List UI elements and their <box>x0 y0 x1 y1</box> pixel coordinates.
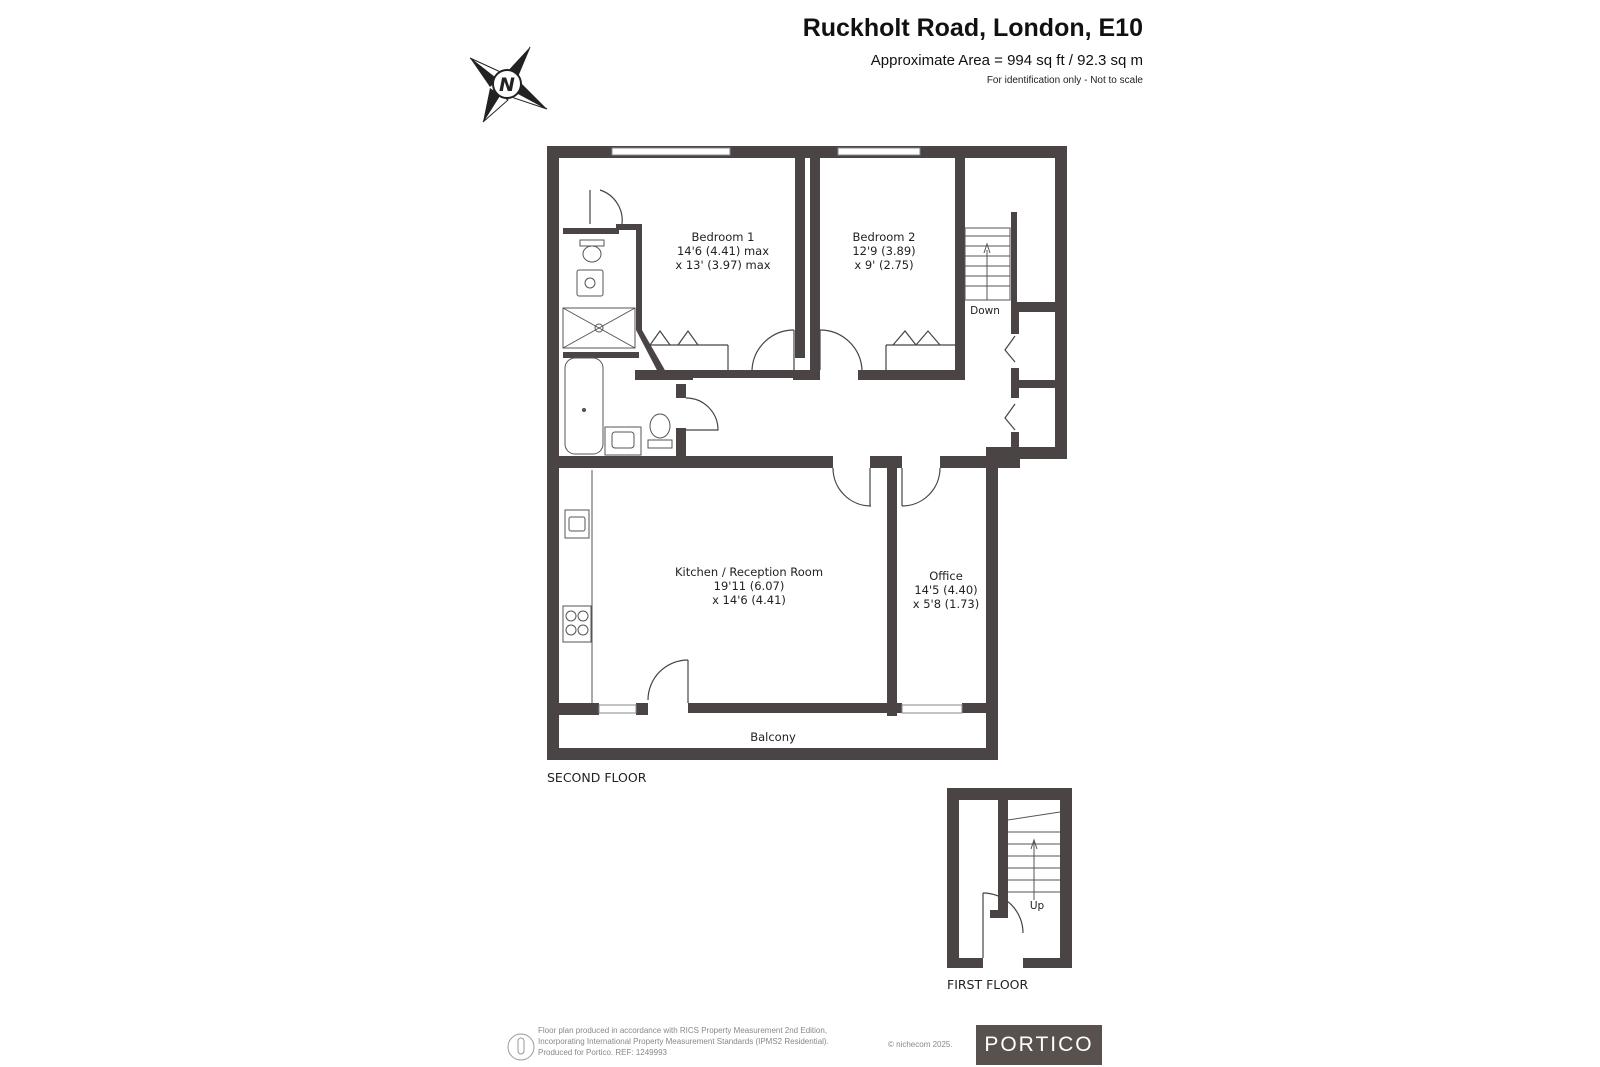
footer-line2: Incorporating International Property Mea… <box>538 1037 829 1046</box>
bedroom2-name: Bedroom 2 <box>853 230 916 244</box>
balcony-name: Balcony <box>750 730 796 744</box>
footer-line3: Produced for Portico. REF: 1249993 <box>538 1048 667 1057</box>
office-dim2: x 5'8 (1.73) <box>913 597 980 611</box>
office-name: Office <box>929 569 963 583</box>
approximate-area: Approximate Area = 994 sq ft / 92.3 sq m <box>870 52 1143 69</box>
bedroom1-dim2: x 13' (3.97) max <box>675 258 770 272</box>
footer-line1: Floor plan produced in accordance with R… <box>538 1026 828 1035</box>
kitchen-dim2: x 14'6 (4.41) <box>712 593 786 607</box>
bedroom1-name: Bedroom 1 <box>692 230 755 244</box>
bedroom1-dim1: 14'6 (4.41) max <box>677 244 769 258</box>
first-floor-plan <box>947 788 1072 968</box>
compass-rose-icon: N <box>469 46 548 123</box>
windows <box>598 147 963 714</box>
ipms-logo-icon <box>507 1033 535 1061</box>
stairs-down-label: Down <box>970 305 1000 317</box>
page-title: Ruckholt Road, London, E10 <box>802 14 1143 42</box>
compass-north-letter: N <box>499 74 515 96</box>
second-floor-walls <box>547 146 1067 760</box>
first-floor-label: FIRST FLOOR <box>947 977 1028 992</box>
footer-text: Floor plan produced in accordance with R… <box>538 1025 908 1058</box>
second-floor-label: SECOND FLOOR <box>547 770 647 785</box>
office-dim1: 14'5 (4.40) <box>914 583 977 597</box>
doors <box>589 189 1024 958</box>
fixtures <box>562 227 1011 703</box>
portico-logo: PORTICO <box>976 1025 1102 1065</box>
bedroom2-dim2: x 9' (2.75) <box>854 258 913 272</box>
bedroom2-dim1: 12'9 (3.89) <box>852 244 915 258</box>
stairs-up-label: Up <box>1030 900 1045 912</box>
kitchen-dim1: 19'11 (6.07) <box>714 579 785 593</box>
copyright-text: © nichecom 2025. <box>888 1040 953 1049</box>
kitchen-name: Kitchen / Reception Room <box>675 565 823 579</box>
disclaimer-note: For identification only - Not to scale <box>986 75 1143 86</box>
